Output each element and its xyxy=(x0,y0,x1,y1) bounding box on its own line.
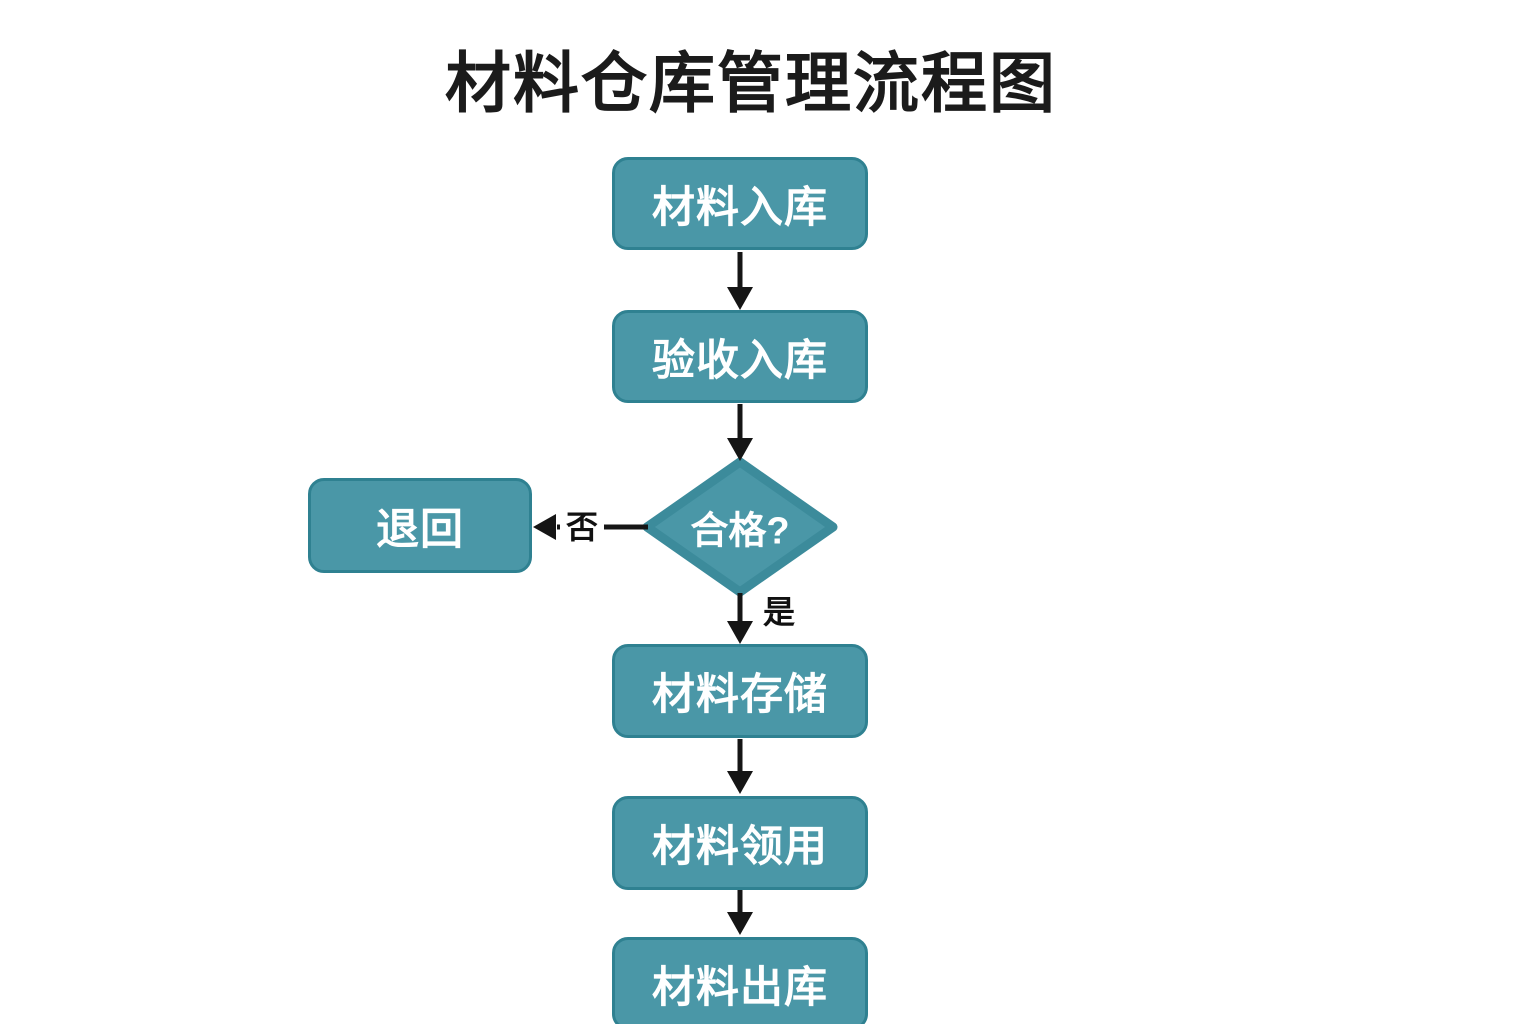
node-material-requisition-label: 材料领用 xyxy=(652,823,828,871)
arrow-inbound-to-acceptance xyxy=(727,252,753,310)
page-title: 材料仓库管理流程图 xyxy=(445,46,1057,120)
node-material-storage-label: 材料存储 xyxy=(652,671,828,719)
node-material-outbound: 材料出库 xyxy=(612,937,868,1024)
decision-diamond-shape xyxy=(642,457,838,597)
node-material-inbound-label: 材料入库 xyxy=(652,183,828,232)
node-acceptance-inbound: 验收入库 xyxy=(612,310,868,403)
node-material-inbound: 材料入库 xyxy=(612,157,868,250)
arrow-decision-to-storage xyxy=(727,593,753,644)
node-material-outbound-label: 材料出库 xyxy=(652,963,828,1012)
node-return-label: 退回 xyxy=(376,505,464,554)
arrow-requisition-to-outbound xyxy=(727,890,753,935)
node-material-storage: 材料存储 xyxy=(612,644,868,738)
edge-label-yes: 是 xyxy=(763,594,796,630)
edge-label-no: 否 xyxy=(559,509,605,545)
node-material-requisition: 材料领用 xyxy=(612,796,868,890)
node-return: 退回 xyxy=(308,478,532,573)
arrow-storage-to-requisition xyxy=(727,739,753,794)
node-acceptance-inbound-label: 验收入库 xyxy=(652,336,828,385)
arrow-acceptance-to-decision xyxy=(727,404,753,461)
node-qualified-decision-label: 合格? xyxy=(690,510,790,553)
